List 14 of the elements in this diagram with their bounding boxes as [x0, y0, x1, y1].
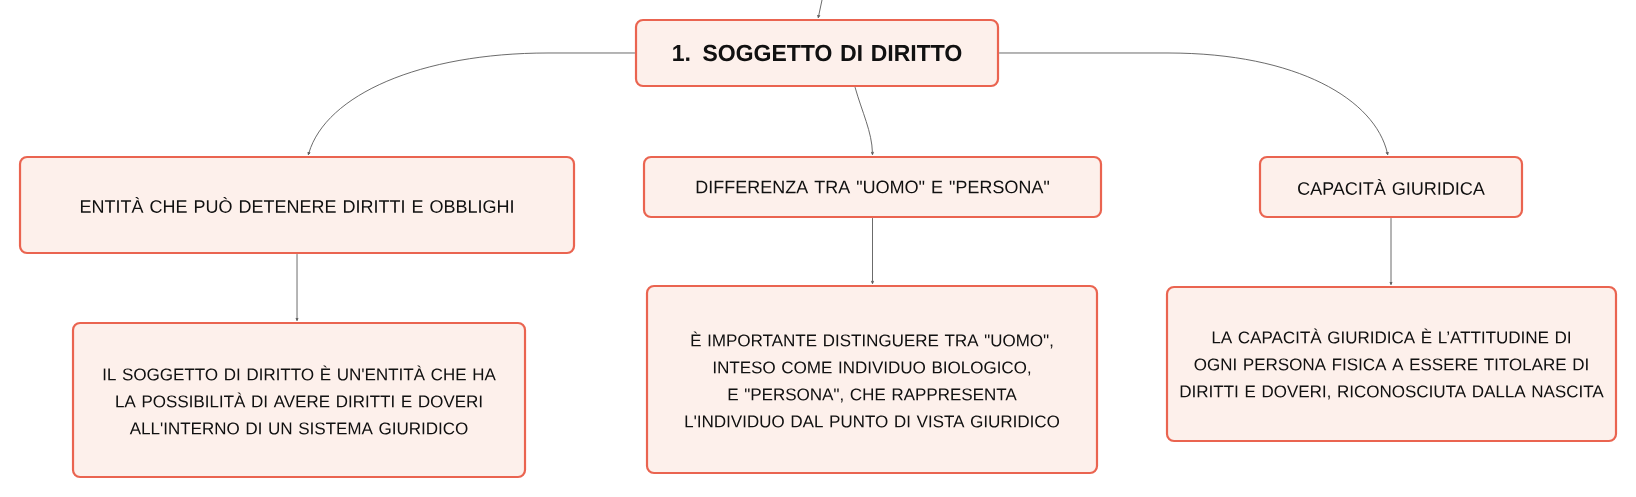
description-box: È IMPORTANTE DISTINGUERE TRA "UOMO", INTESO COME INDIVIDUO BIOLOGICO, E "PERSONA", CHE RAPPRESENTA L'INDIVIDUO DAL PUNTO DI VISTA GIURIDICO	[645, 284, 1099, 475]
concept-box: DIFFERENZA TRA "UOMO" E "PERSONA"	[642, 155, 1103, 219]
arrow	[295, 253, 299, 322]
concept-box: CAPACITÀ GIURIDICA	[1258, 155, 1524, 219]
arrow	[817, 0, 823, 19]
arrow	[307, 52, 636, 156]
arrow	[1389, 217, 1393, 286]
arrow	[854, 86, 874, 156]
topic-box: 1. SOGGETTO DI DIRITTO	[634, 18, 1000, 88]
concept-box: ENTITÀ CHE PUÒ DETENERE DIRITTI E OBBLIGHI	[18, 155, 576, 255]
description-box: IL SOGGETTO DI DIRITTO È UN'ENTITÀ CHE HA LA POSSIBILITÀ DI AVERE DIRITTI E DOVERI ALL'INTERNO DI UN SISTEMA GIURIDICO	[71, 321, 527, 479]
arrow	[871, 217, 874, 285]
arrow	[998, 52, 1389, 156]
description-box: LA CAPACITÀ GIURIDICA È L’ATTITUDINE DI OGNI PERSONA FISICA A ESSERE TITOLARE DI DIRITTI E DOVERI, RICONOSCIUTA DALLA NASCITA	[1165, 285, 1618, 443]
